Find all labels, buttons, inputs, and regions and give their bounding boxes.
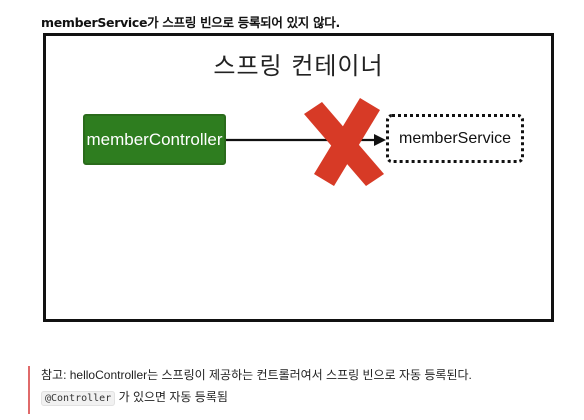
member-controller-label: memberController (86, 129, 223, 149)
note-line-1: 참고: helloController는 스프링이 제공하는 컨트롤러여서 스프… (41, 368, 472, 382)
controller-annotation-code: @Controller (41, 391, 116, 406)
diagram-graphics (226, 98, 386, 186)
member-service-label: memberService (398, 129, 512, 147)
member-controller-box: memberController (83, 114, 226, 165)
page-heading: memberService가 스프링 빈으로 등록되어 있지 않다. (41, 15, 340, 30)
member-service-box: memberService (386, 114, 524, 163)
note-blockquote: 참고: helloController는 스프링이 제공하는 컨트롤러여서 스프… (28, 366, 568, 414)
container-title: 스프링 컨테이너 (213, 52, 384, 80)
note-line-2-text: 가 있으면 자동 등록됨 (115, 390, 228, 404)
note-line-2: @Controller 가 있으면 자동 등록됨 (41, 388, 568, 408)
spring-container-diagram: 스프링 컨테이너 memberController memberService (43, 33, 554, 322)
cross-icon (304, 98, 384, 186)
